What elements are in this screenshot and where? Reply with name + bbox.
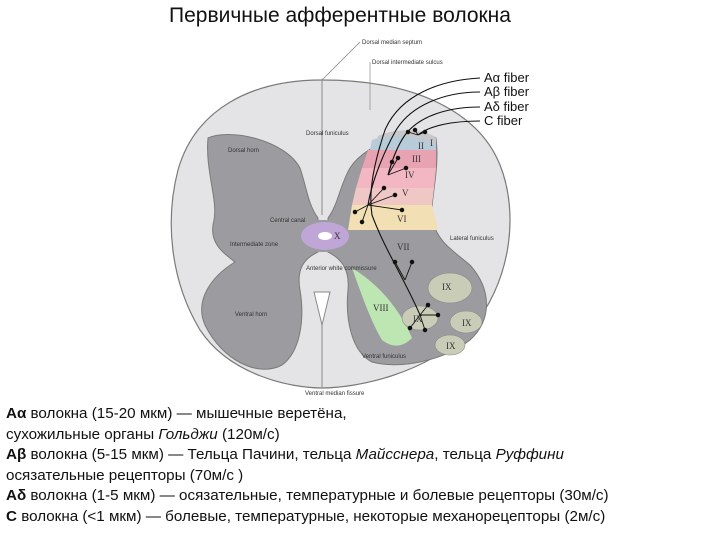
lamina-label-x: X — [334, 231, 341, 241]
lamina-label-ix-1: IX — [442, 282, 452, 292]
gray-matter-left — [201, 134, 319, 370]
spinal-cord-diagram: Dorsal median septum Dorsal intermediate… — [170, 40, 530, 397]
lamina-label-vi: VI — [397, 214, 407, 224]
lamina-label-iii: III — [412, 154, 421, 164]
lamina-ix-pool-2 — [401, 305, 439, 331]
lamina-label-v: V — [402, 188, 409, 198]
lamina-label-vii: VII — [397, 242, 410, 252]
label-intermediate-zone: Intermediate zone — [230, 242, 279, 248]
afferent-fibers — [367, 77, 481, 316]
legend-line-2: сухожильные органы Гольджи (120м/с) — [6, 425, 280, 443]
label-ventral-median-fissure: Ventral median fissure — [305, 391, 365, 397]
fiber-branches — [352, 127, 441, 333]
label-central-canal: Central canal — [270, 218, 305, 224]
label-dorsal-intermediate-sulcus: Dorsal intermediate sulcus — [372, 60, 443, 66]
label-dorsal-horn: Dorsal horn — [228, 148, 259, 154]
lamina-v-region — [352, 188, 434, 205]
label-anterior-white-commissure: Anterior white commissure — [306, 266, 377, 272]
lamina-ii-region — [370, 136, 436, 150]
lamina-ix-pool-3 — [449, 310, 483, 334]
fiber-label-c: C fiber — [484, 113, 523, 128]
lamina-label-iv: IV — [405, 170, 415, 180]
lamina-iv-region — [356, 168, 436, 188]
lamina-ix-pool-1 — [427, 272, 473, 304]
legend-line-1: Aα волокна (15-20 мкм) — мышечные веретё… — [6, 405, 347, 422]
lamina-label-ii: II — [418, 141, 424, 151]
fiber-label-a-delta: Aδ fiber — [484, 99, 529, 114]
fiber-label-a-alpha: Aα fiber — [484, 70, 530, 85]
lamina-label-ix-4: IX — [446, 341, 456, 351]
legend-line-3: Aβ волокна (5-15 мкм) — Тельца Пачини, т… — [6, 446, 564, 464]
lamina-label-ix-3: IX — [462, 318, 472, 328]
lamina-vi-region — [348, 205, 438, 230]
lamina-label-i: I — [430, 138, 433, 148]
legend-line-5: Aδ волокна (1-5 мкм) — осязательные, тем… — [6, 487, 609, 505]
label-ventral-funiculus: Ventral funiculus — [362, 354, 406, 360]
lamina-viii-region — [352, 268, 412, 346]
lamina-label-ix-2: IX — [413, 314, 423, 324]
page-title: Первичные афферентные волокна — [169, 4, 511, 27]
lamina-ix-pool-4 — [434, 334, 466, 356]
legend-line-4: осязательные рецепторы (70м/с ) — [6, 466, 244, 484]
fiber-legend: Aα волокна (15-20 мкм) — мышечные веретё… — [6, 404, 720, 528]
fiber-label-a-beta: Aβ fiber — [484, 84, 530, 99]
central-canal — [318, 232, 332, 240]
label-lateral-funiculus: Lateral funiculus — [450, 236, 494, 242]
label-dorsal-funiculus: Dorsal funiculus — [306, 131, 349, 137]
lamina-label-viii: VIII — [373, 303, 389, 313]
label-dorsal-median-septum: Dorsal median septum — [362, 40, 422, 46]
label-ventral-horn: Ventral horn — [235, 312, 267, 318]
legend-line-6: C волокна (<1 мкм) — болевые, температур… — [6, 507, 606, 525]
